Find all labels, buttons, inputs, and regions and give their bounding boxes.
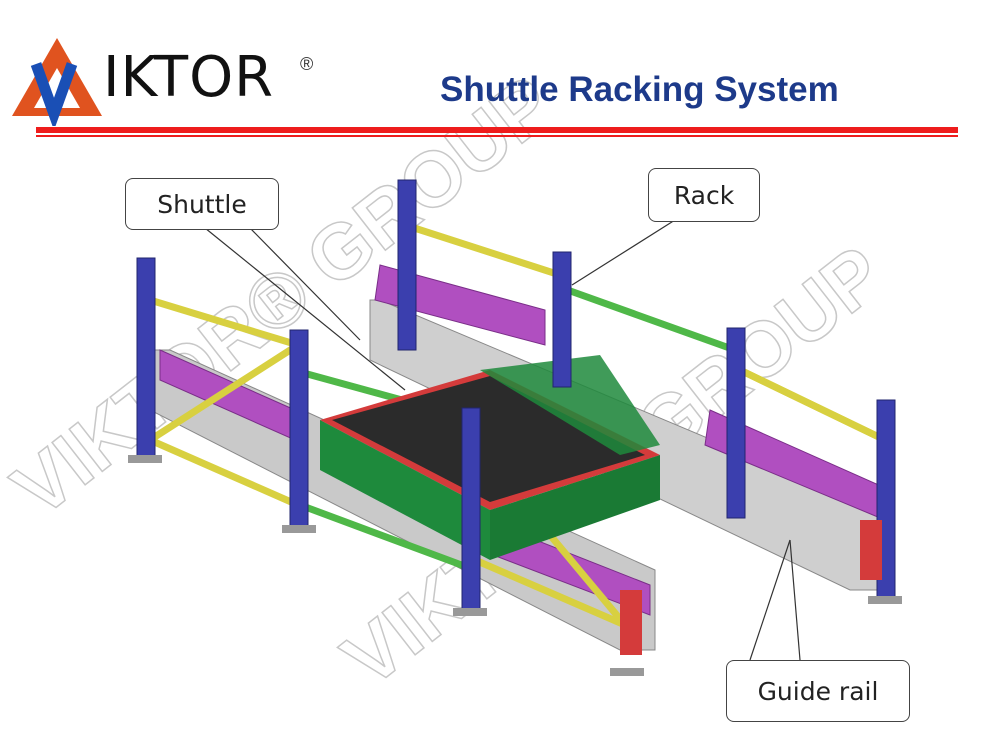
base-plates bbox=[128, 455, 902, 676]
rail-end-stop bbox=[620, 590, 642, 655]
logo-v bbox=[30, 62, 78, 126]
callout-rack: Rack bbox=[648, 168, 760, 222]
logo-text: IKTOR bbox=[103, 45, 275, 110]
shuttle-body bbox=[320, 355, 660, 560]
viktor-logo bbox=[12, 38, 102, 126]
page-title: Shuttle Racking System bbox=[440, 70, 839, 109]
callout-shuttle: Shuttle bbox=[125, 178, 279, 230]
rail-end-stop bbox=[860, 520, 882, 580]
header-divider bbox=[36, 127, 958, 133]
uprights bbox=[136, 179, 896, 614]
header-divider-thin bbox=[36, 135, 958, 137]
rail-cover bbox=[374, 264, 546, 346]
leader-lines bbox=[204, 219, 801, 661]
callout-guide-rail: Guide rail bbox=[726, 660, 910, 722]
registered-mark: ® bbox=[300, 54, 314, 74]
